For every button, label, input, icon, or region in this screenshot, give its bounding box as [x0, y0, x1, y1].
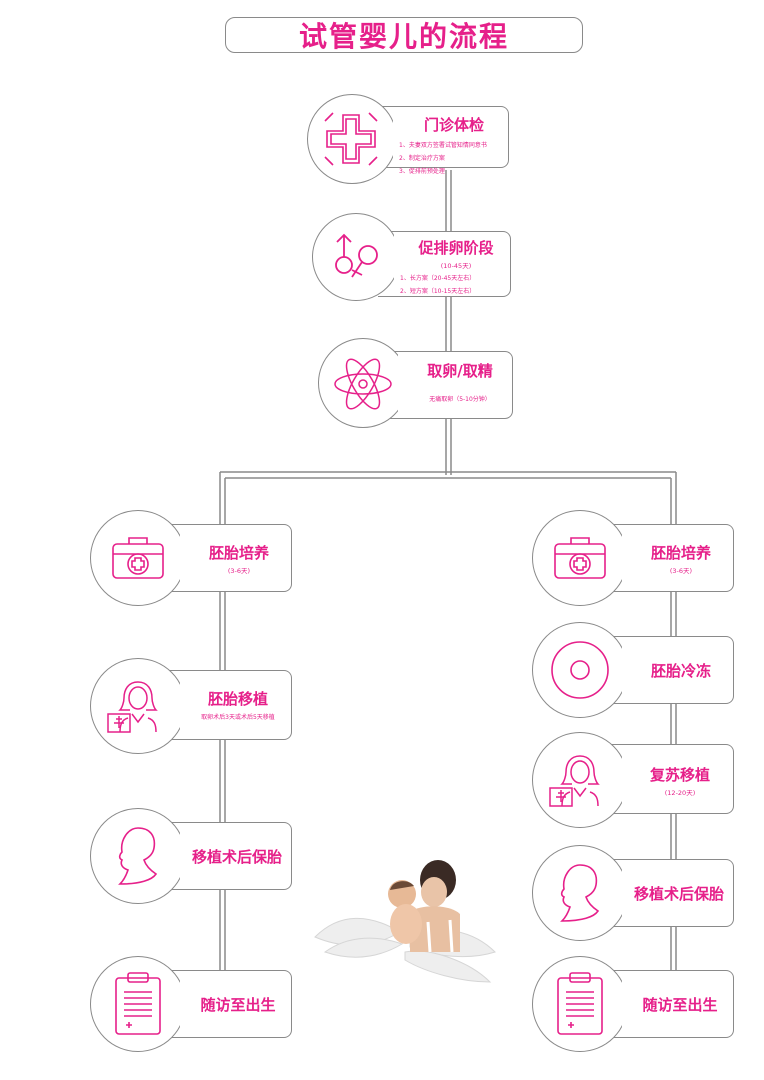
right-step-embryo-culture: 胚胎培养 (3-6天): [532, 510, 734, 606]
nurse-icon: [548, 750, 614, 812]
left-step-post-transfer: 移植术后保胎: [90, 808, 292, 904]
hospital-cross-icon: [319, 107, 383, 171]
medical-kit-icon: [550, 528, 610, 588]
nurse-icon: [106, 676, 172, 738]
atom-icon: [330, 351, 396, 417]
step-subtitle: (3-6天): [628, 565, 734, 575]
step-clinic-exam: 门诊体检 1、夫妻双方签署试管知情同意书 2、制定治疗方案 3、促排前预处理: [307, 94, 512, 190]
step-title: 随访至出生: [184, 994, 292, 1015]
woman-profile-icon: [552, 861, 608, 925]
step-title: 胚胎培养: [186, 542, 292, 563]
mother-baby-illustration: [310, 852, 500, 992]
step-retrieval: 取卵/取精 无痛取卵（5-10分钟）: [318, 338, 514, 434]
step-title: 取卵/取精: [408, 360, 512, 381]
gender-symbols-icon: [322, 225, 388, 291]
right-step-post-transfer: 移植术后保胎: [532, 845, 734, 941]
step-title: 促排卵阶段: [400, 237, 512, 258]
step-subtitle: (10-45天): [400, 260, 512, 270]
step-title: 复苏移植: [626, 764, 734, 785]
page-title: 试管婴儿的流程: [299, 15, 509, 55]
left-step-embryo-transfer: 胚胎移植 取卵术后3天或术后5天移植: [90, 658, 292, 754]
step-ovulation: 促排卵阶段 (10-45天) 1、长方案（20-45天左右） 2、短方案（10-…: [312, 213, 512, 309]
step-item: 1、长方案（20-45天左右）: [400, 272, 512, 285]
step-title: 移植术后保胎: [182, 846, 292, 867]
page-title-box: 试管婴儿的流程: [225, 17, 583, 53]
step-item: 3、促排前预处理: [399, 165, 509, 178]
step-title: 胚胎移植: [184, 688, 292, 709]
medical-kit-icon: [108, 528, 168, 588]
right-step-thaw-transfer: 复苏移植 (12-20天): [532, 732, 734, 828]
step-title: 胚胎培养: [628, 542, 734, 563]
woman-profile-icon: [110, 824, 166, 888]
step-item: 无痛取卵（5-10分钟）: [408, 393, 512, 406]
step-title: 移植术后保胎: [624, 883, 734, 904]
step-title: 门诊体检: [399, 114, 509, 135]
left-step-embryo-culture: 胚胎培养 (3-6天): [90, 510, 292, 606]
step-title: 随访至出生: [626, 994, 734, 1015]
step-subtitle: (12-20天): [626, 787, 734, 797]
step-item: 1、夫妻双方签署试管知情同意书: [399, 139, 509, 152]
step-item: 2、制定治疗方案: [399, 152, 509, 165]
right-step-follow-up: 随访至出生: [532, 956, 734, 1052]
step-subtitle: (3-6天): [186, 565, 292, 575]
clipboard-icon: [112, 970, 164, 1038]
disc-icon: [550, 640, 610, 700]
step-item: 取卵术后3天或术后5天移植: [184, 711, 292, 724]
right-step-embryo-freeze: 胚胎冷冻: [532, 622, 734, 718]
step-title: 胚胎冷冻: [628, 660, 734, 681]
left-step-follow-up: 随访至出生: [90, 956, 292, 1052]
step-item: 2、短方案（10-15天左右）: [400, 285, 512, 298]
clipboard-icon: [554, 970, 606, 1038]
